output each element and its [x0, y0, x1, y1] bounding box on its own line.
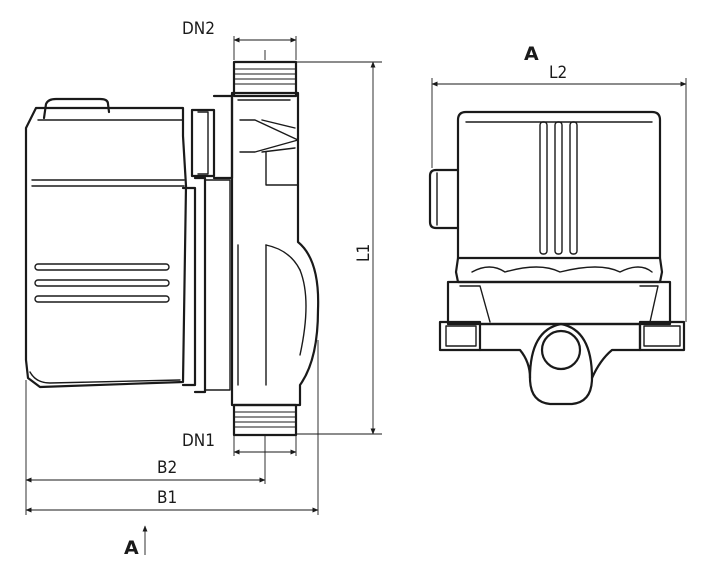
view-a-title: A — [524, 43, 539, 65]
terminal-box-cap — [42, 97, 111, 120]
front-cover-ribs — [539, 121, 578, 255]
front-view-a — [428, 110, 686, 406]
cable-gland — [428, 168, 460, 230]
front-pump-body — [446, 280, 672, 326]
ventilation-slots — [34, 263, 170, 303]
b2-label: B2 — [157, 458, 177, 478]
motor-flange — [181, 186, 197, 387]
l1-label: L1 — [354, 244, 374, 262]
pump-body — [230, 91, 320, 407]
dimension-lines — [25, 36, 687, 555]
side-view — [24, 60, 320, 437]
front-motor-cover — [456, 110, 662, 260]
dn2-label: DN2 — [182, 19, 215, 39]
front-bottom-port-bore — [540, 329, 582, 371]
b1-label: B1 — [157, 488, 177, 508]
front-bottom-port — [528, 322, 594, 406]
motor-housing — [24, 106, 188, 389]
dn1-label: DN1 — [182, 431, 215, 451]
l2-label: L2 — [549, 63, 567, 83]
inlet-connection — [232, 403, 298, 437]
view-a-arrow-label: A — [124, 537, 139, 559]
